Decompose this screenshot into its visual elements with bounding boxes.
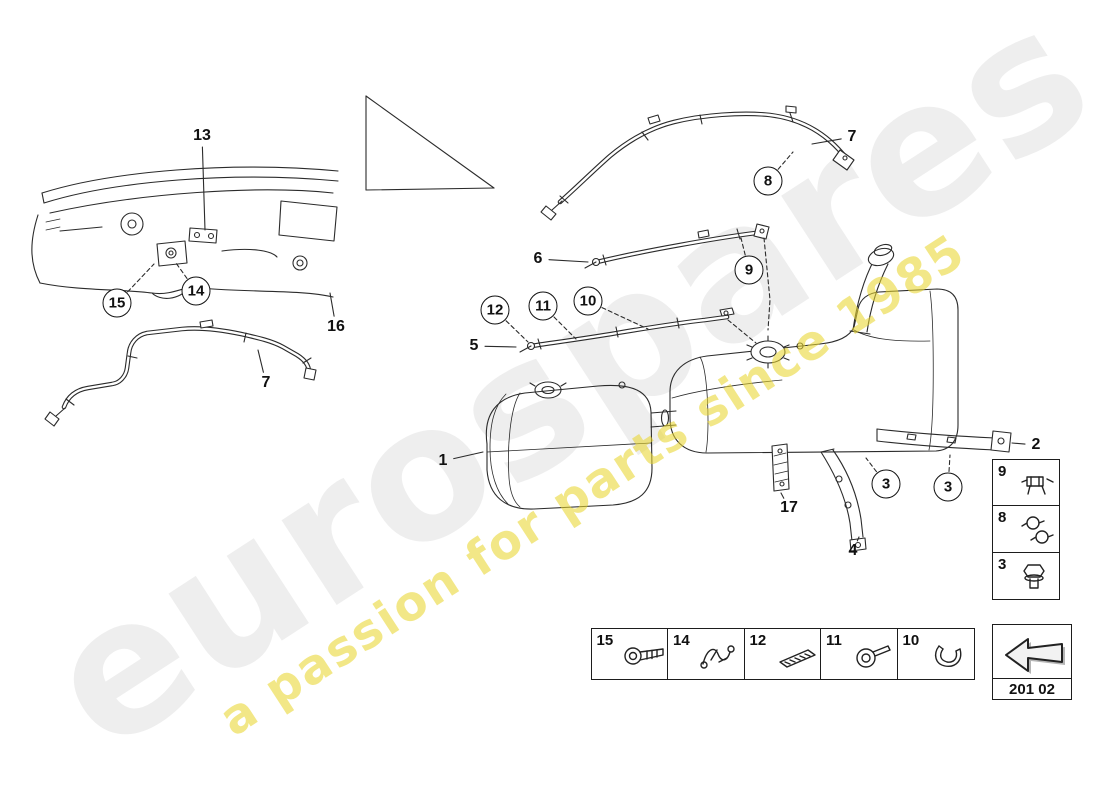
- diagram-code-box[interactable]: 201 02: [992, 624, 1072, 700]
- callout-11[interactable]: 11: [528, 291, 558, 321]
- flange-bolt-icon: [1023, 563, 1045, 589]
- callout-10[interactable]: 10: [573, 286, 603, 316]
- legend-item-number: 3: [998, 555, 1007, 573]
- legend-item-number: 11: [826, 632, 842, 649]
- clip-icon: [1021, 475, 1054, 495]
- legend-right-column: 9 8 3: [992, 458, 1060, 600]
- callout-12[interactable]: 12: [480, 295, 510, 325]
- legend-item-15[interactable]: 15: [590, 628, 669, 680]
- back-arrow-icon: [1005, 638, 1065, 674]
- callout-4[interactable]: 4: [848, 542, 858, 559]
- callout-7[interactable]: 7: [847, 128, 857, 145]
- legend-item-number: 12: [749, 632, 767, 649]
- legend-item-14[interactable]: 14: [667, 628, 745, 680]
- callout-3[interactable]: 3: [933, 472, 963, 502]
- callout-15[interactable]: 15: [102, 288, 132, 318]
- callout-9[interactable]: 9: [734, 255, 764, 285]
- legend-item-9[interactable]: 9: [992, 458, 1060, 507]
- legend-item-10[interactable]: 10: [896, 628, 975, 680]
- rail-bracket-icon: [778, 649, 816, 668]
- bolt-long-icon: [623, 647, 664, 665]
- legend-item-3[interactable]: 3: [992, 551, 1060, 600]
- callout-16[interactable]: 16: [327, 318, 345, 335]
- legend-item-number: 14: [673, 632, 690, 649]
- legend-item-number: 9: [998, 462, 1007, 480]
- legend-item-number: 8: [998, 509, 1007, 526]
- legend-item-11[interactable]: 11: [820, 628, 898, 680]
- spring-clamp-icon: [700, 645, 735, 669]
- callout-17[interactable]: 17: [780, 499, 798, 516]
- callout-5[interactable]: 5: [469, 337, 479, 354]
- diagram-code: 201 02: [993, 678, 1071, 698]
- u-clamp-icon: [934, 645, 961, 667]
- callout-8[interactable]: 8: [753, 166, 783, 196]
- legend-item-8[interactable]: 8: [992, 505, 1060, 553]
- callout-2[interactable]: 2: [1031, 436, 1041, 453]
- legend-bottom-strip: 15 14 12 11 10: [590, 628, 975, 680]
- callout-6[interactable]: 6: [533, 250, 543, 267]
- legend-item-number: 10: [902, 632, 920, 649]
- legend-item-12[interactable]: 12: [743, 628, 822, 680]
- callout-14[interactable]: 14: [181, 276, 211, 306]
- callout-1[interactable]: 1: [438, 452, 448, 469]
- screw-clamp-icon: [856, 645, 891, 668]
- callout-7[interactable]: 7: [261, 374, 271, 391]
- callout-13[interactable]: 13: [193, 127, 211, 144]
- double-clamp-icon: [1021, 516, 1054, 544]
- callout-3[interactable]: 3: [871, 469, 901, 499]
- legend-item-number: 15: [596, 632, 614, 649]
